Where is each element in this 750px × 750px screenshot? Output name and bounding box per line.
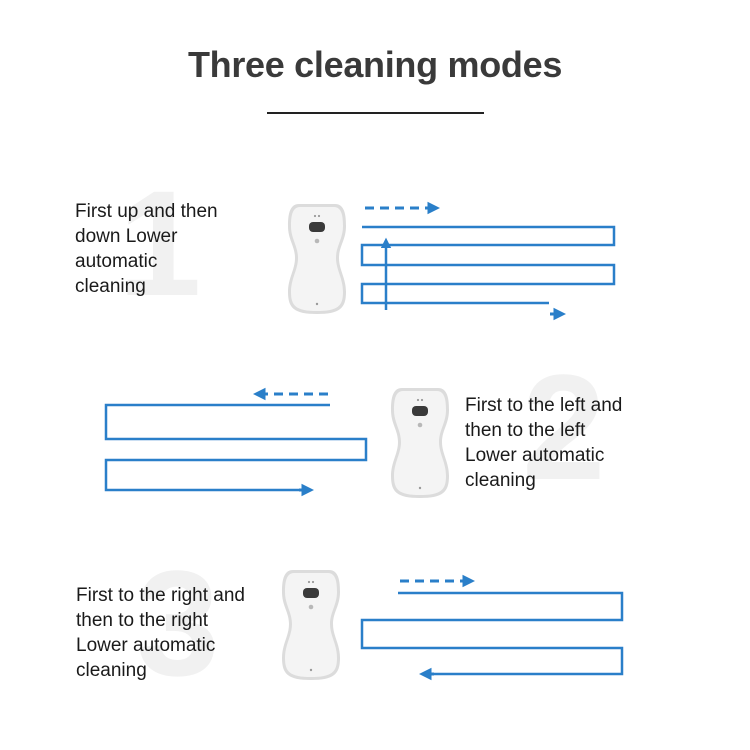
mode-3-description-line: First to the right and (76, 585, 245, 606)
title-underline (267, 112, 484, 114)
mode-1-description: First up and then down Lower automatic c… (75, 199, 218, 299)
window-cleaning-robot-icon (282, 570, 340, 680)
mode-3-watermark-number: 3 (136, 539, 220, 707)
mode-3-description: First to the right and then to the right… (76, 583, 245, 683)
mode-2-description-line: Lower automatic (465, 445, 605, 466)
mode-3-description-line: then to the right (76, 610, 209, 631)
mode-2-watermark-number: 2 (522, 343, 606, 511)
window-cleaning-robot-icon (288, 204, 346, 314)
mode-1-description-line: down Lower (75, 226, 178, 247)
mode-1-watermark-number: 1 (118, 159, 202, 327)
mode-1-description-line: automatic (75, 251, 158, 272)
mode-2-description-line: cleaning (465, 470, 536, 491)
mode-3-description-line: Lower automatic (76, 635, 216, 656)
mode-3-zigzag (360, 591, 624, 676)
mode-2-description-line: First to the left and (465, 395, 623, 416)
mode-3-description-line: cleaning (76, 660, 147, 681)
mode-2-zigzag (104, 403, 368, 492)
mode-1-zigzag (360, 225, 616, 305)
window-cleaning-robot-icon (391, 388, 449, 498)
mode-2-description: First to the left and then to the left L… (465, 393, 622, 493)
page-title: Three cleaning modes (187, 44, 563, 85)
mode-1-description-line: cleaning (75, 276, 146, 297)
mode-1-description-line: First up and then (75, 201, 218, 222)
mode-2-description-line: then to the left (465, 420, 586, 441)
